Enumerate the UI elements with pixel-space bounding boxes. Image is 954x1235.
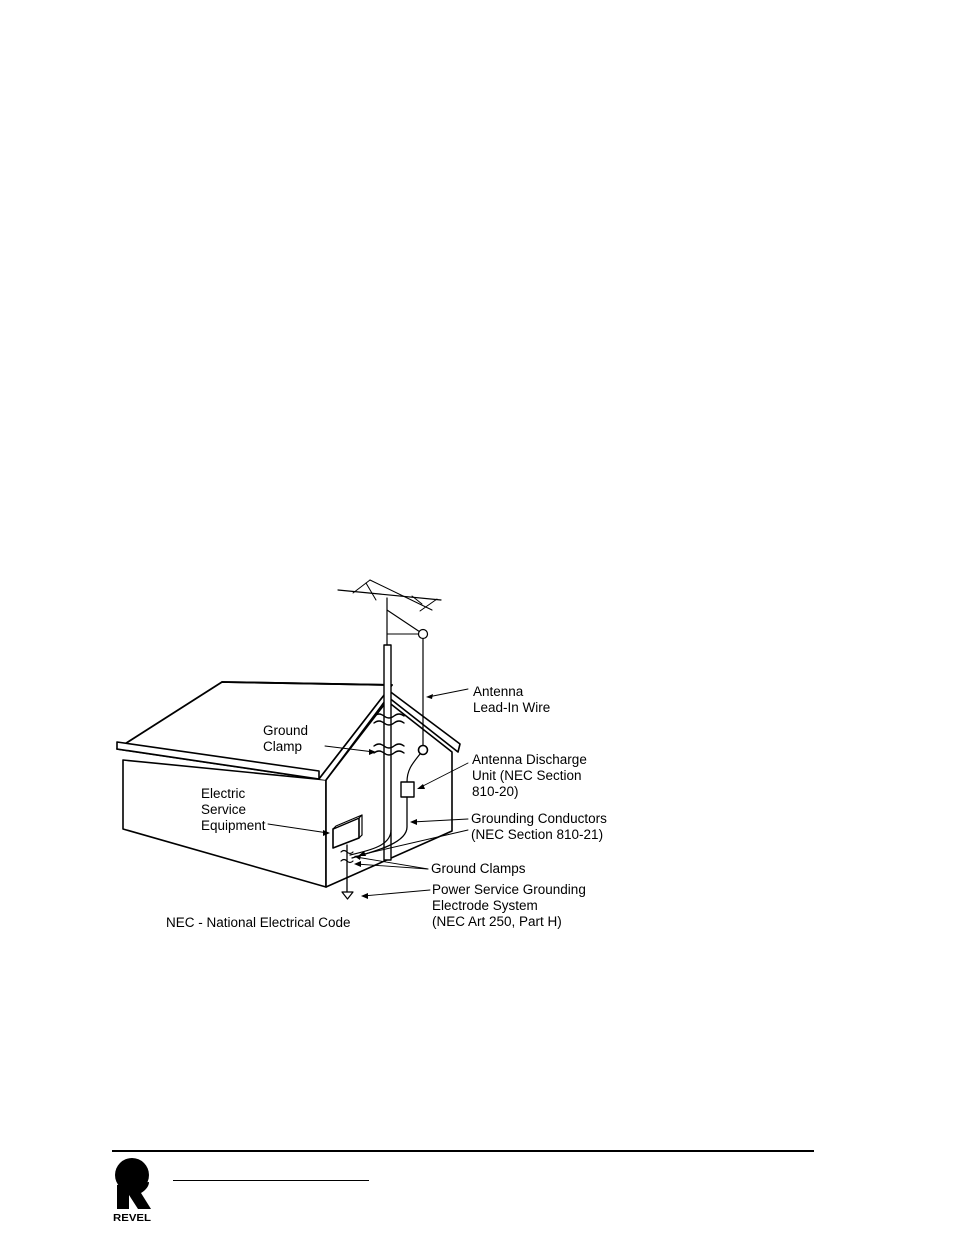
footer-rule bbox=[112, 1150, 814, 1152]
entry-ring bbox=[419, 746, 428, 755]
footer-short-rule bbox=[173, 1180, 369, 1181]
ground-electrode-symbol bbox=[342, 892, 353, 899]
svg-text:REVEL: REVEL bbox=[113, 1213, 151, 1224]
label-ground-clamps: Ground Clamps bbox=[431, 861, 526, 877]
label-antenna-discharge-unit: Antenna Discharge Unit (NEC Section 810-… bbox=[472, 752, 587, 800]
antenna-mast bbox=[384, 645, 391, 860]
label-nec-note: NEC - National Electrical Code bbox=[166, 915, 351, 931]
label-antenna-lead-in-wire: Antenna Lead-In Wire bbox=[473, 684, 550, 716]
label-ground-clamp: Ground Clamp bbox=[263, 723, 308, 755]
antenna-discharge-unit bbox=[401, 782, 414, 797]
label-power-service-grounding: Power Service Grounding Electrode System… bbox=[432, 882, 586, 930]
label-electric-service-equipment: Electric Service Equipment bbox=[201, 786, 266, 834]
revel-logo: REVEL bbox=[110, 1155, 158, 1225]
antenna-standoff-ring bbox=[419, 630, 428, 639]
label-grounding-conductors: Grounding Conductors (NEC Section 810-21… bbox=[471, 811, 607, 843]
